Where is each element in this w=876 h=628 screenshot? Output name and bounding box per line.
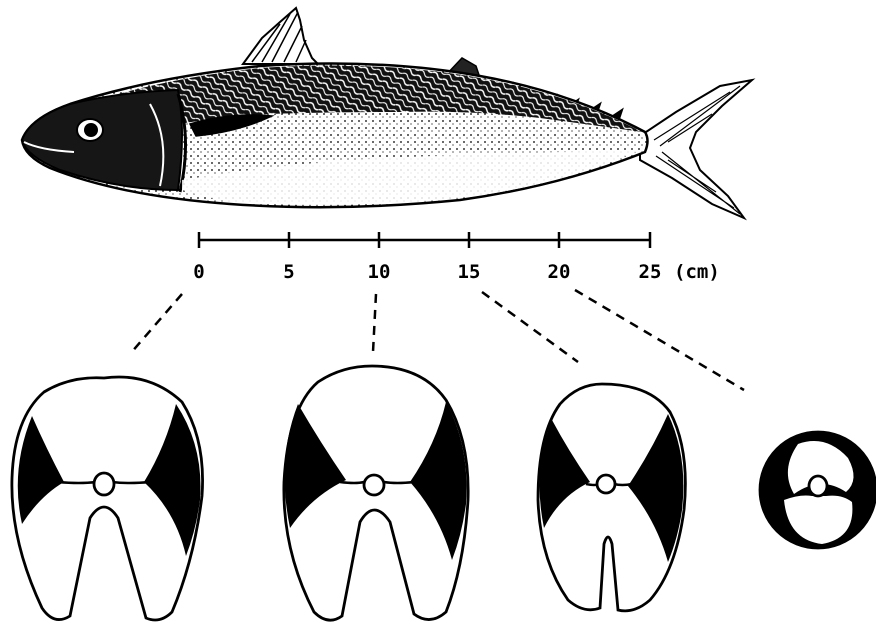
section-vertebra — [94, 473, 114, 495]
scale-unit-label: (cm) — [674, 261, 720, 283]
fish-illustration — [22, 8, 752, 218]
section-vertebra — [364, 475, 384, 495]
caudal-fin — [640, 80, 752, 218]
scale-label-5: 5 — [283, 261, 294, 283]
scale-bar: 0 5 10 15 20 25 (cm) — [193, 232, 719, 283]
scale-label-15: 15 — [458, 261, 481, 283]
fish-head — [22, 90, 182, 190]
leader-line-15 — [482, 292, 578, 362]
cross-section-10cm — [284, 366, 468, 620]
leader-line-0 — [130, 294, 182, 354]
section-vertebra — [597, 475, 615, 493]
leader-line-20 — [575, 290, 744, 390]
cross-section-15cm — [538, 384, 685, 611]
first-dorsal-fin — [243, 8, 318, 64]
cross-section-0cm — [12, 377, 203, 620]
cross-section-20cm — [760, 432, 876, 548]
scale-label-0: 0 — [193, 261, 204, 283]
scale-label-10: 10 — [368, 261, 391, 283]
leader-lines — [130, 290, 744, 390]
leader-line-10 — [373, 294, 376, 352]
scale-label-20: 20 — [548, 261, 571, 283]
scale-label-25: 25 — [639, 261, 662, 283]
section-vertebra — [809, 476, 827, 496]
